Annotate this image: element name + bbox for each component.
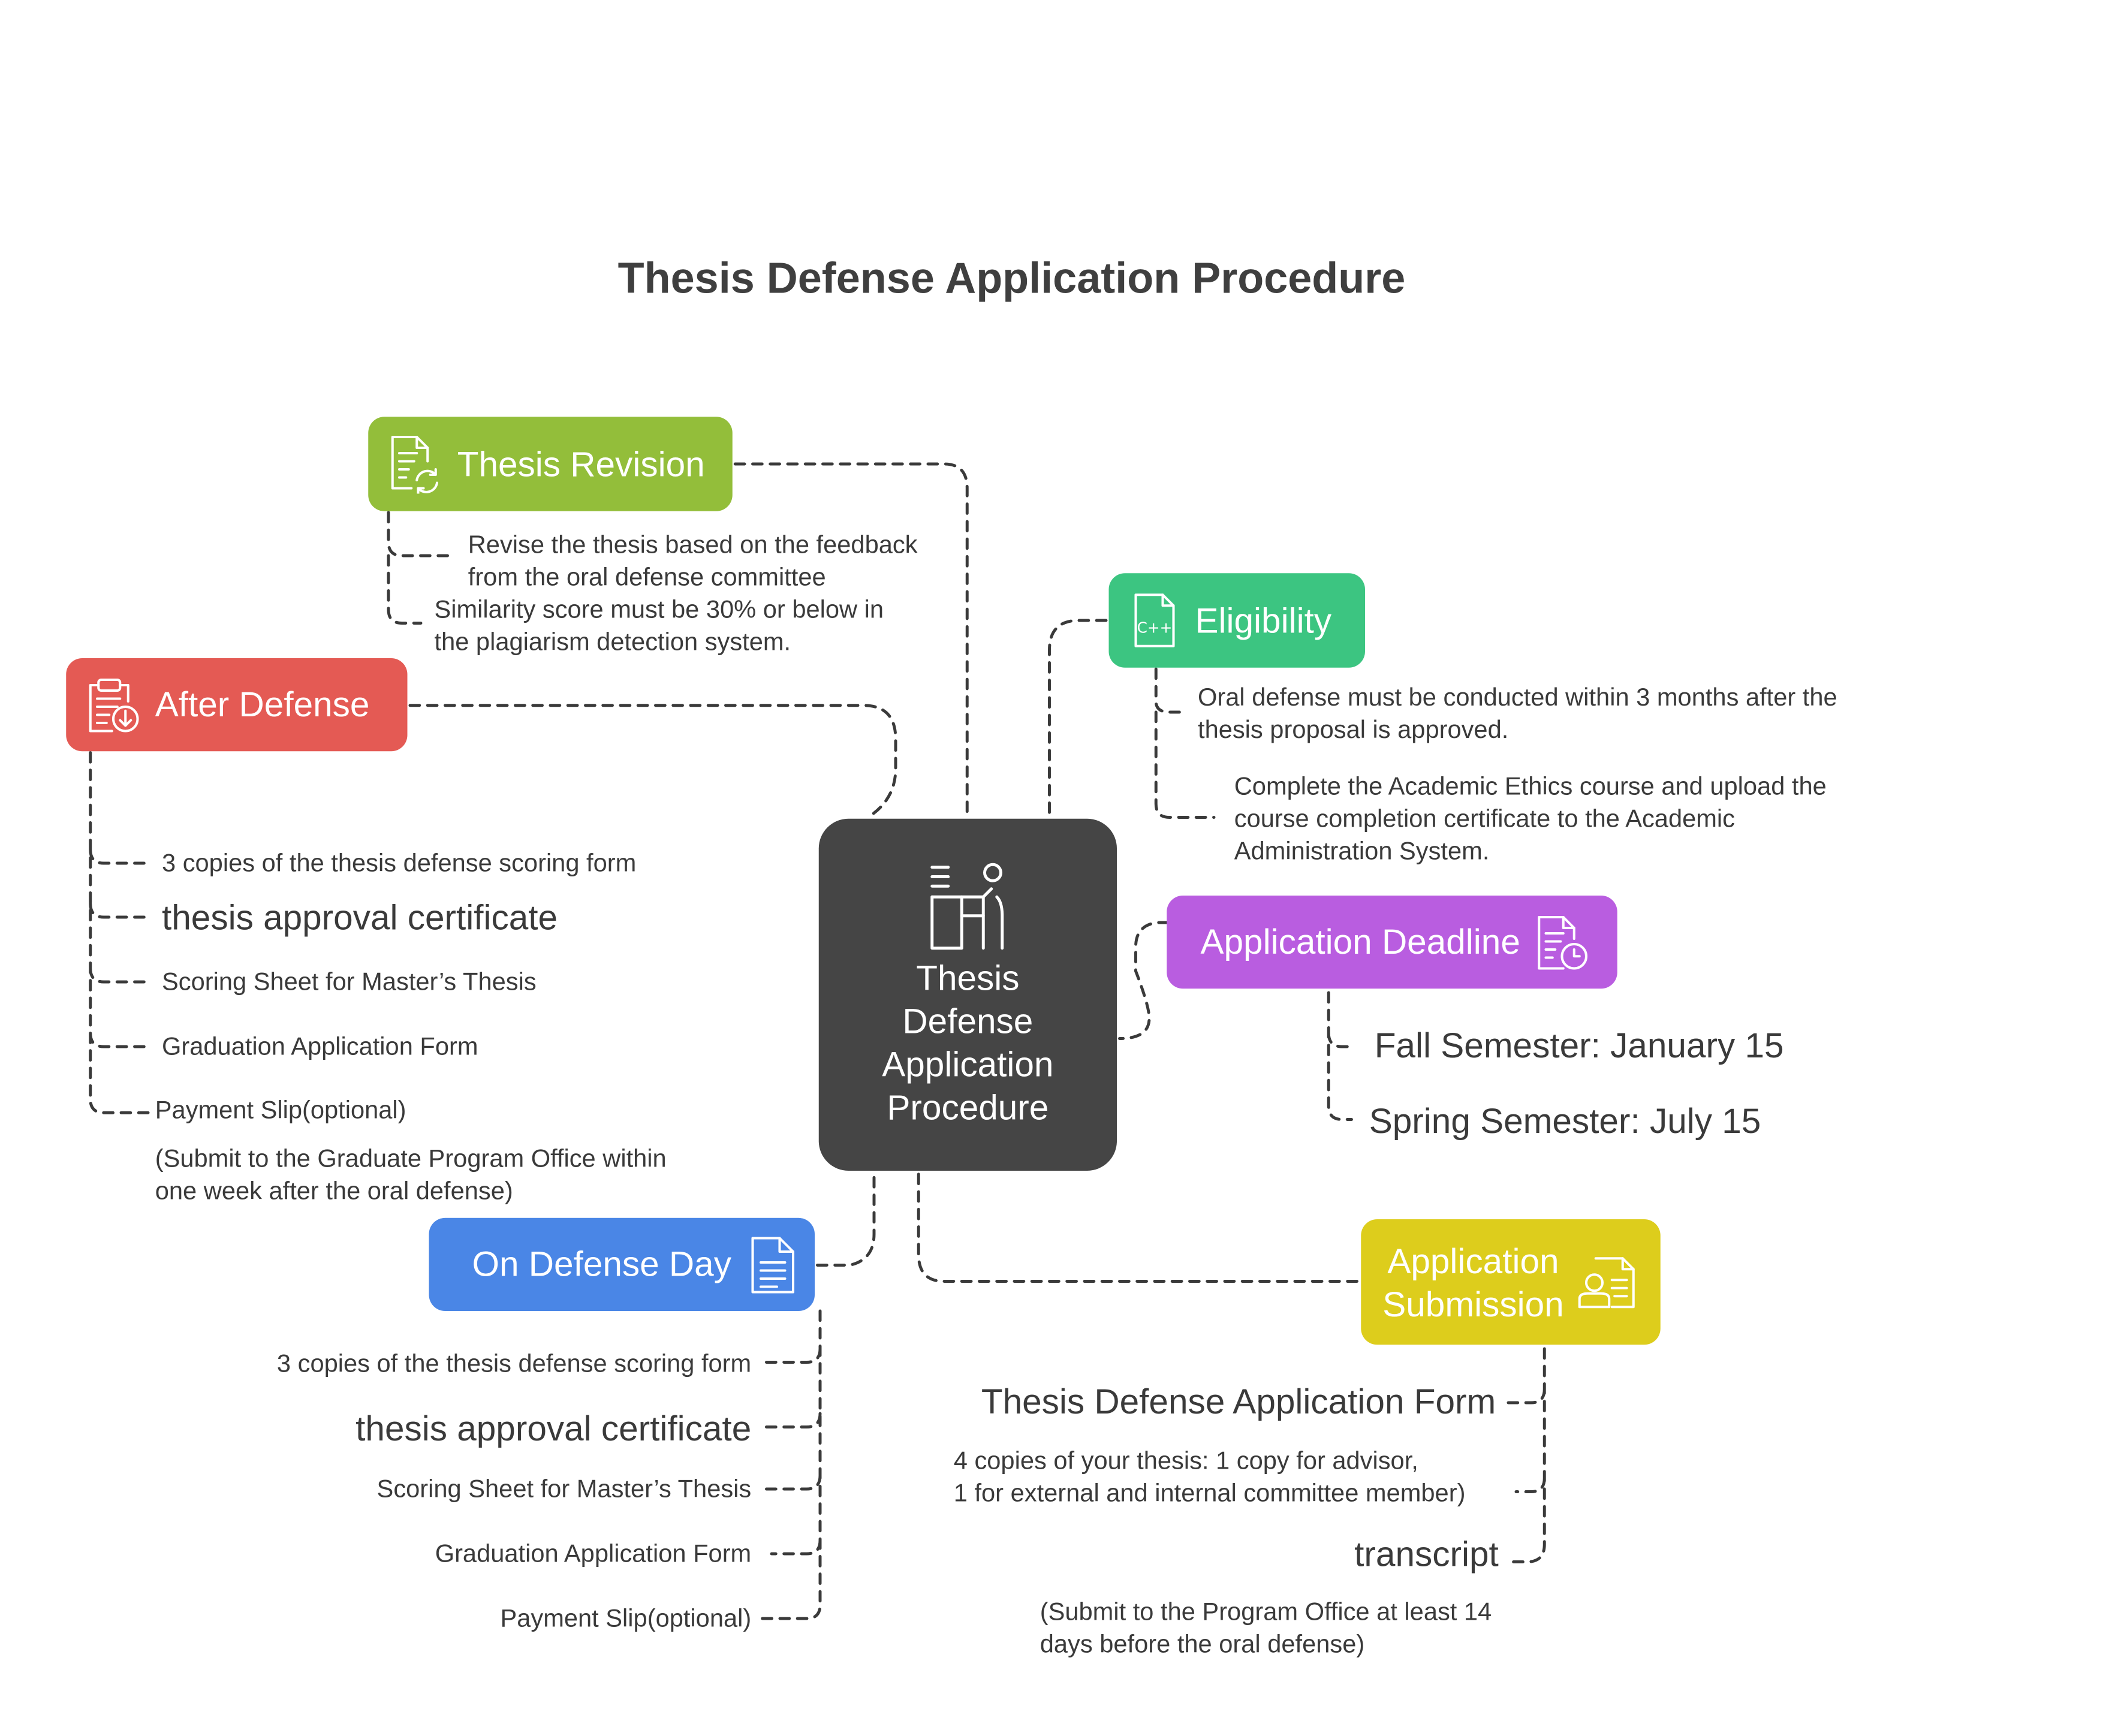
document-clock-icon [1538,915,1588,969]
thesis-revision-item: Revise the thesis based on the feedback … [468,530,918,591]
application-deadline-label: Application Deadline [1200,921,1520,962]
after-defense-item: Payment Slip(optional) [155,1095,406,1124]
application-submission-item: transcript [1354,1533,1499,1574]
connector-application-submission-items [1504,1347,1546,1563]
connector-on-defense-day-items [760,1309,822,1620]
on-defense-day-item: Payment Slip(optional) [500,1604,752,1632]
code-file-icon: C++ [1134,593,1175,647]
after-defense-item: thesis approval certificate [162,897,558,938]
connector-application-submission [917,1172,1358,1283]
eligibility-label: Eligibility [1195,599,1332,640]
svg-text:C++: C++ [1137,619,1173,636]
after-defense-item: Graduation Application Form [162,1032,478,1060]
on-defense-day-item: Scoring Sheet for Master’s Thesis [376,1474,752,1503]
connector-application-deadline [1118,921,1170,1040]
document-lines-icon [751,1236,795,1293]
thesis-revision-label: Thesis Revision [457,443,705,484]
application-submission-node: Application Submission [1361,1219,1661,1345]
after-defense-node: After Defense [66,658,408,752]
center-node: Thesis Defense Application Procedure [818,818,1117,1171]
application-submission-item: Thesis Defense Application Form [981,1381,1496,1422]
application-submission-item: 4 copies of your thesis: 1 copy for advi… [953,1446,1466,1507]
after-defense-note: (Submit to the Graduate Program Office w… [155,1144,667,1205]
eligibility-node: C++ Eligibility [1108,573,1365,668]
application-deadline-node: Application Deadline [1167,896,1617,989]
application-deadline-item: Spring Semester: July 15 [1369,1101,1761,1141]
connector-thesis-revision-items [387,511,450,625]
center-label: Thesis Defense Application Procedure [882,957,1054,1128]
eligibility-item: Complete the Academic Ethics course and … [1234,771,1827,865]
application-submission-note: (Submit to the Program Office at least 1… [1040,1597,1492,1658]
connector-after-defense [408,704,897,818]
person-at-desk-icon [930,863,1004,950]
connector-eligibility [1048,619,1108,818]
application-deadline-item: Fall Semester: January 15 [1374,1025,1784,1066]
on-defense-day-item: thesis approval certificate [355,1408,752,1449]
connector-eligibility-items [1154,667,1216,819]
clipboard-download-icon [89,677,139,732]
eligibility-item: Oral defense must be conducted within 3 … [1198,682,1837,743]
page-title: Thesis Defense Application Procedure [617,254,1406,302]
connector-thesis-revision [733,462,969,818]
thesis-revision-node: Thesis Revision [368,417,733,511]
on-defense-day-item: Graduation Application Form [435,1539,752,1568]
on-defense-day-item: 3 copies of the thesis defense scoring f… [276,1349,752,1378]
after-defense-item: 3 copies of the thesis defense scoring f… [162,848,637,877]
on-defense-day-label: On Defense Day [472,1243,731,1285]
application-submission-label: Application Submission [1382,1240,1564,1324]
person-form-icon [1578,1256,1635,1308]
after-defense-label: After Defense [155,683,370,725]
thesis-revision-item: Similarity score must be 30% or below in… [434,595,884,656]
after-defense-item: Scoring Sheet for Master’s Thesis [162,967,537,996]
on-defense-day-node: On Defense Day [429,1217,815,1311]
connector-application-deadline-items [1327,991,1353,1121]
document-refresh-icon [391,435,439,494]
connector-on-defense-day [816,1172,876,1267]
connector-after-defense-items [89,751,150,1114]
